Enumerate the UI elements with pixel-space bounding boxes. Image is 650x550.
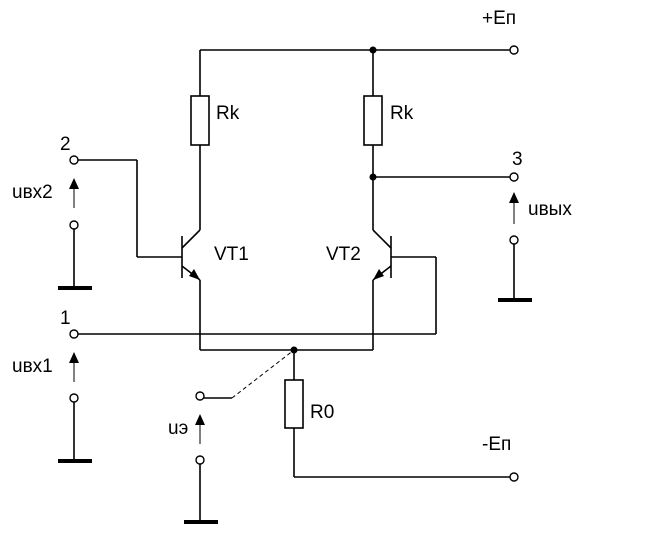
- label-supply-negative: -Еп: [482, 434, 511, 455]
- label-terminal-1: 1: [60, 308, 71, 329]
- supply-positive-terminal: [509, 45, 519, 55]
- output-terminal-3: [509, 172, 519, 182]
- label-uin1: uвх1: [12, 356, 53, 377]
- label-vt1: VT1: [214, 244, 249, 265]
- resistor-r0: [284, 379, 304, 429]
- input2-ground-terminal: [69, 220, 79, 230]
- output-ground-terminal: [509, 235, 519, 245]
- label-uin2: uвх2: [12, 182, 53, 203]
- ue-ground-terminal: [195, 455, 205, 465]
- positive-supply-rail: [199, 46, 510, 96]
- supply-negative-terminal: [509, 472, 519, 482]
- emitter-common-node: [199, 280, 374, 354]
- label-supply-positive: +Еп: [482, 8, 516, 29]
- label-terminal-2: 2: [60, 134, 71, 155]
- output-voltage-arrow-icon: [509, 192, 519, 224]
- label-vt2: VT2: [326, 244, 361, 265]
- label-r0: R0: [310, 402, 334, 423]
- label-rk-left: Rk: [216, 103, 240, 124]
- output-node: [369, 173, 510, 181]
- ue-voltage-arrow-icon: [195, 414, 205, 444]
- ue-terminal: [195, 391, 205, 401]
- label-uout: uвых: [528, 199, 572, 220]
- ue-dashed-probe: [231, 349, 295, 399]
- label-ue: uэ: [168, 418, 188, 439]
- label-rk-right: Rk: [390, 103, 414, 124]
- input1-voltage-arrow-icon: [69, 352, 79, 382]
- input-terminal-2: [69, 155, 79, 165]
- transistor-vt2: [372, 229, 392, 281]
- resistor-rk-left: [190, 95, 210, 146]
- label-terminal-3: 3: [512, 149, 523, 170]
- resistor-rk-right: [363, 95, 383, 146]
- transistor-vt1: [181, 229, 201, 281]
- input2-voltage-arrow-icon: [69, 178, 79, 208]
- input1-ground-terminal: [69, 393, 79, 403]
- input-terminal-1: [69, 329, 79, 339]
